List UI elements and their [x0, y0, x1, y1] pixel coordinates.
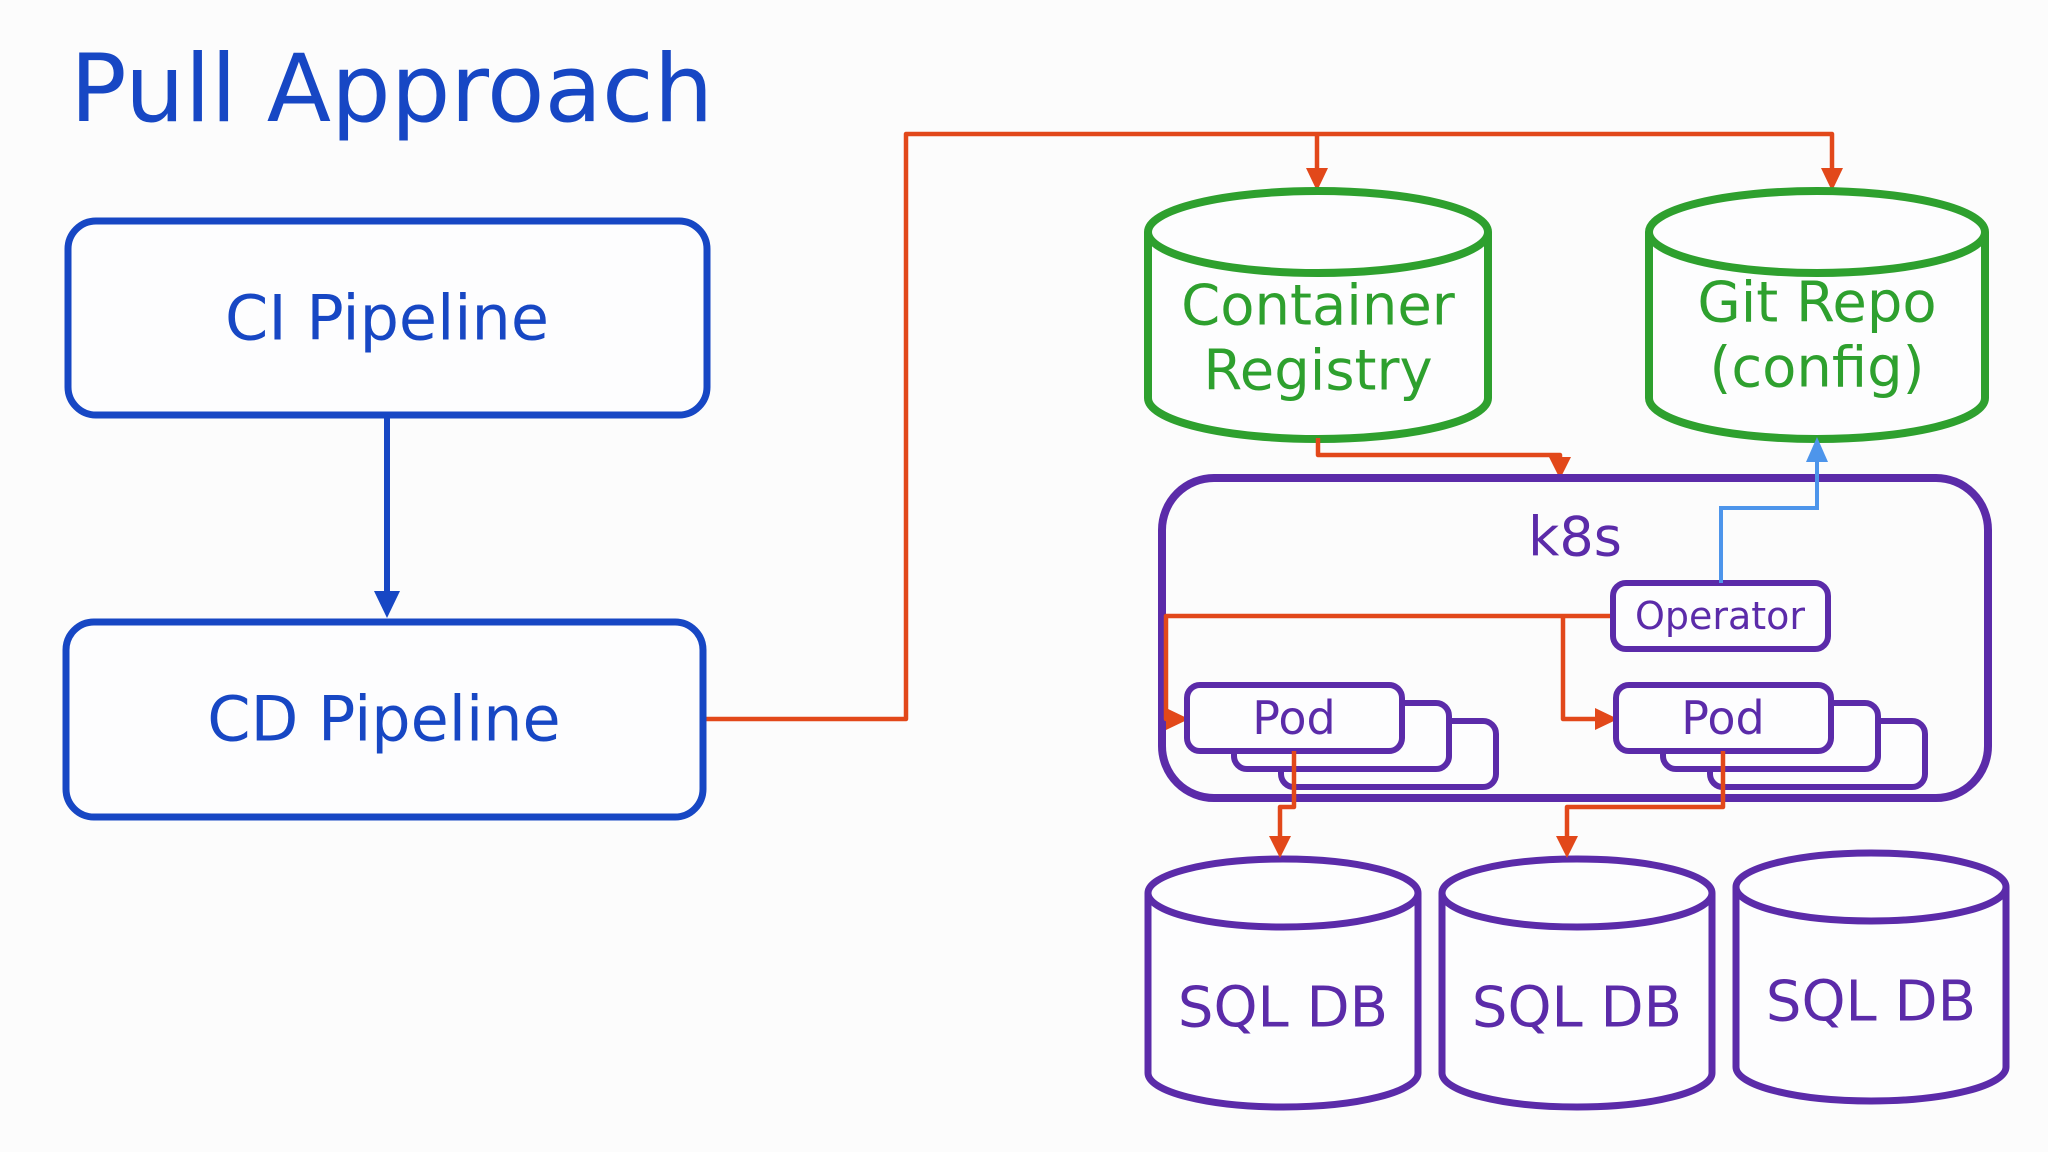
sql-db-2-label: SQL DB — [1472, 976, 1682, 1041]
operator-node: Operator — [1610, 580, 1831, 652]
k8s-label: k8s — [1528, 506, 1622, 569]
sql-db-1-cylinder-top — [1144, 855, 1422, 931]
container-registry-cylinder-top — [1144, 187, 1492, 277]
flow-line-operator-to-git-repo — [1719, 461, 1819, 583]
sql-db-1-node: SQL DB — [1144, 855, 1422, 1111]
operator-label: Operator — [1635, 594, 1805, 638]
flow-line-cd-to-git-repo — [703, 131, 1835, 722]
flow-pods-to-dbs — [1269, 751, 1726, 858]
ci-pipeline-node: CI Pipeline — [64, 217, 711, 419]
flow-line-operator-to-right-pod — [1560, 616, 1596, 722]
cd-pipeline-box — [62, 618, 707, 821]
arrowhead-into-container-registry-icon — [1306, 168, 1328, 191]
sql-db-2-cylinder-body — [1438, 893, 1716, 1111]
ci-pipeline-box — [64, 217, 711, 419]
flow-cd-to-registries — [703, 131, 1843, 722]
arrowhead-into-db1-icon — [1269, 836, 1291, 858]
sql-db-3-label: SQL DB — [1766, 970, 1976, 1035]
flow-line-registry-to-k8s — [1315, 438, 1563, 458]
git-repo-label-line1: Git Repo — [1697, 271, 1936, 336]
flow-ci-to-cd — [374, 415, 400, 618]
sql-db-1-cylinder-body — [1144, 893, 1422, 1111]
flow-registry-to-k8s — [1315, 438, 1571, 479]
sql-db-3-cylinder-body — [1732, 887, 2010, 1105]
arrowhead-into-left-pod-icon — [1166, 708, 1189, 730]
git-repo-label-line2: (config) — [1709, 336, 1924, 401]
pod-stack-right: Pod Pod Pod — [1613, 682, 1928, 790]
flow-line-left-pod-to-db1 — [1277, 751, 1297, 836]
sql-db-3-cylinder-top — [1732, 849, 2010, 925]
arrowhead-into-cd-icon — [374, 591, 400, 618]
container-registry-node: Container Registry — [1144, 187, 1492, 443]
page-title: Pull Approach — [70, 35, 713, 144]
ci-pipeline-label: CI Pipeline — [225, 282, 549, 355]
arrowhead-into-git-repo-icon — [1821, 168, 1843, 191]
pod-right-label: Pod — [1681, 691, 1764, 745]
flow-operator-to-pods — [1163, 613, 1618, 730]
flow-operator-to-git-repo — [1719, 437, 1828, 583]
cd-pipeline-node: CD Pipeline — [62, 618, 707, 821]
pod-stack-left: Pod Pod Pod — [1184, 682, 1499, 790]
git-repo-node: Git Repo (config) — [1645, 187, 1989, 443]
sql-db-1-label: SQL DB — [1178, 976, 1388, 1041]
k8s-cluster-node: k8s — [1158, 474, 1992, 802]
sql-db-2-cylinder-top — [1438, 855, 1716, 931]
arrowhead-into-right-pod-icon — [1595, 708, 1618, 730]
arrowhead-into-git-repo-bottom-icon — [1806, 437, 1828, 462]
cd-pipeline-label: CD Pipeline — [207, 683, 560, 756]
sql-db-2-node: SQL DB — [1438, 855, 1716, 1111]
arrowhead-into-k8s-icon — [1549, 457, 1571, 479]
git-repo-cylinder-top — [1645, 187, 1989, 277]
sql-db-3-node: SQL DB — [1732, 849, 2010, 1105]
flow-line-right-pod-to-db2 — [1564, 751, 1726, 836]
arrowhead-into-db2-icon — [1556, 836, 1578, 858]
container-registry-label-line1: Container — [1181, 274, 1456, 339]
pod-left-label: Pod — [1252, 691, 1335, 745]
container-registry-label-line2: Registry — [1203, 339, 1432, 404]
k8s-cluster-box — [1158, 474, 1992, 802]
